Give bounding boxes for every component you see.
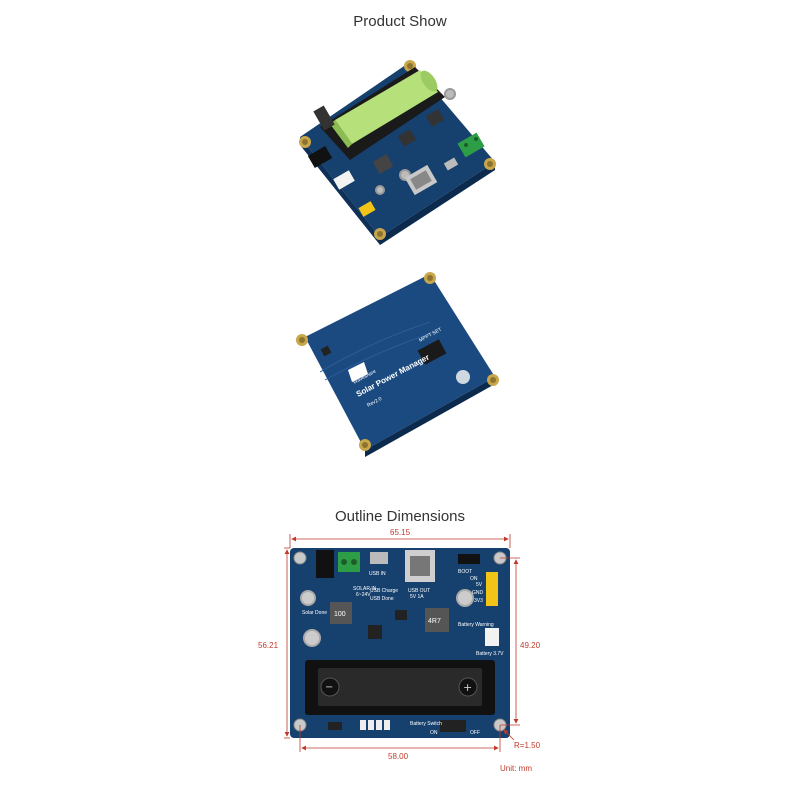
dim-height-right: 49.20 <box>520 641 541 650</box>
dc-jack <box>316 550 334 578</box>
unit-label: Unit: mm <box>500 764 532 773</box>
dim-width-top: 65.15 <box>390 528 411 537</box>
dim-height-left: 56.21 <box>258 641 279 650</box>
label-5v: 5V <box>476 582 483 588</box>
solar-terminal <box>338 552 360 572</box>
dim-radius: R=1.50 <box>514 741 541 750</box>
board-top-photo <box>299 60 496 245</box>
label-usb-done: USB Done <box>370 596 394 602</box>
usb-in-port <box>370 552 388 564</box>
power-header <box>486 572 498 606</box>
label-solar-in: SOLAR IN <box>353 586 377 592</box>
label-usb-charge: USB Charge <box>370 588 398 594</box>
label-battery-switch: Battery Switch <box>410 721 442 727</box>
board-back-photo: Solar Power Manager Waveshare Rev2.0 MPP… <box>296 272 499 457</box>
dim-width-bottom: 58.00 <box>388 752 409 761</box>
inductor-4r7 <box>425 608 449 632</box>
label-inductor-100: 100 <box>334 611 346 618</box>
label-boot: BOOT <box>458 569 472 575</box>
outline-dimensions-title: Outline Dimensions <box>334 508 466 525</box>
outline-dimensions-drawing: − + SOLAR IN 6~24V USB IN USB OUT 5V 1A … <box>258 528 541 761</box>
svg-text:−: − <box>325 682 333 693</box>
label-inductor-4r7: 4R7 <box>428 618 441 625</box>
label-battery-warning: Battery Warning <box>458 622 494 628</box>
mount-hole-tl <box>293 551 307 565</box>
label-switch-on: ON <box>430 730 438 736</box>
label-gnd: GND <box>472 590 484 596</box>
svg-text:+: + <box>463 681 472 694</box>
battery-switch <box>440 720 466 732</box>
label-3v3: 3V3 <box>474 598 483 604</box>
label-solar-done: Solar Done <box>302 610 327 616</box>
label-usb-in: USB IN <box>369 571 386 577</box>
inductor-100 <box>330 602 352 624</box>
label-solar-voltage: 6~24V <box>356 592 371 598</box>
label-battery-37v: Battery 3.7V <box>476 651 504 657</box>
label-on: ON <box>470 576 478 582</box>
label-usb-out-rating: 5V 1A <box>410 594 424 600</box>
battery-connector <box>485 628 499 646</box>
boot-button <box>458 554 480 564</box>
label-switch-off: OFF <box>470 730 480 736</box>
dim-line-radius <box>503 729 515 741</box>
label-usb-out: USB OUT <box>408 588 430 594</box>
product-show-title: Product Show <box>353 13 447 30</box>
